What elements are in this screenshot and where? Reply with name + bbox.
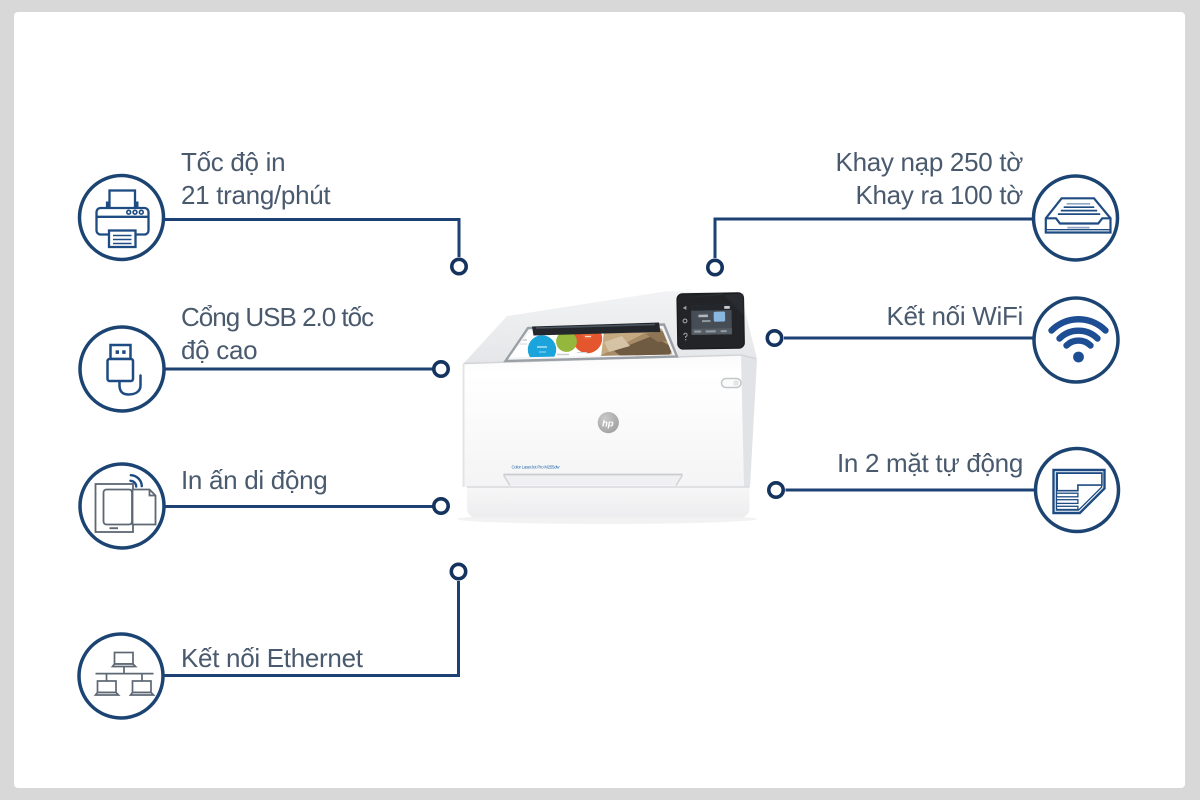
svg-text:Color LaserJet Pro M255dw: Color LaserJet Pro M255dw	[512, 464, 561, 469]
svg-text:hp: hp	[602, 419, 614, 430]
